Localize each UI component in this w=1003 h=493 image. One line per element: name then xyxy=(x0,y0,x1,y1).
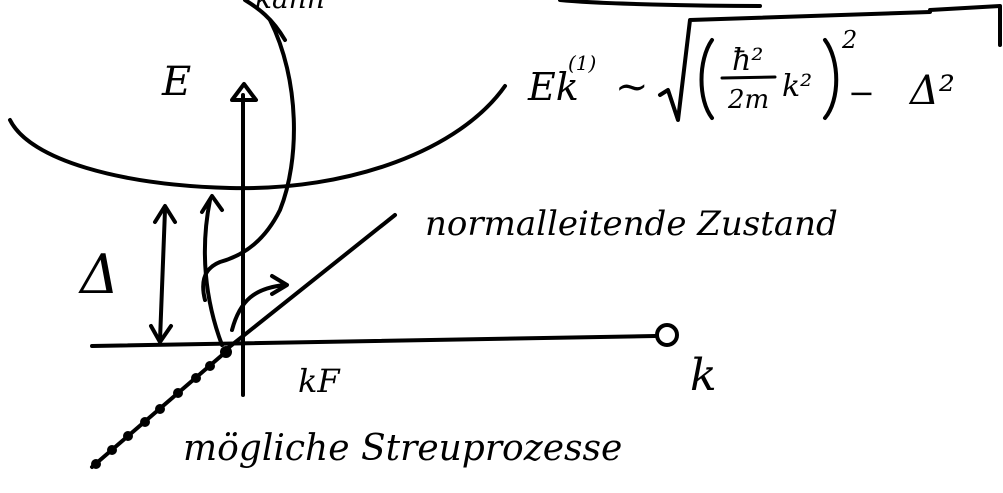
looping-scattering-curve xyxy=(201,18,296,302)
quasiparticle-dispersion-curve xyxy=(8,84,507,191)
gap-double-arrow xyxy=(158,208,167,342)
formula-numerator: ħ² xyxy=(732,43,763,78)
sqrt-overbar-end xyxy=(928,4,1002,47)
formula-k-squared: k² xyxy=(782,69,812,104)
scattering-dot xyxy=(173,388,183,398)
formula-delta-squared: Δ² xyxy=(908,68,955,114)
side-arrow-curve xyxy=(230,283,287,332)
sqrt-sign xyxy=(658,10,932,122)
formula-lhs: Ek xyxy=(527,65,579,109)
formula-outer-power: 2 xyxy=(841,26,857,54)
scattering-dots xyxy=(91,346,232,469)
excitation-arrow-curve xyxy=(202,198,224,347)
label-energy-axis: E xyxy=(161,59,191,105)
label-gap: Δ xyxy=(78,243,119,306)
label-k-axis: k xyxy=(690,350,717,401)
scattering-dot xyxy=(107,445,117,455)
formula-superscript: (1) xyxy=(568,51,596,75)
label-normal-state: normalleitende Zustand xyxy=(425,204,838,244)
excitation-arrowhead xyxy=(200,194,224,214)
scattering-dot xyxy=(220,346,232,358)
scattering-dot xyxy=(205,361,215,371)
formula-minus: − xyxy=(848,74,875,112)
energy-axis-arrowhead xyxy=(230,82,258,102)
k-axis-end-circle xyxy=(655,323,679,347)
k-axis xyxy=(90,334,657,348)
top-curve-fragment xyxy=(243,0,287,42)
label-top-fragment: kann xyxy=(255,0,325,15)
side-arrowhead xyxy=(270,274,289,296)
formula-right-paren xyxy=(823,38,839,120)
formula-left-paren xyxy=(699,38,714,120)
label-scattering: mögliche Streuprozesse xyxy=(183,428,622,469)
scattering-dot xyxy=(91,459,101,469)
scattering-dot xyxy=(191,373,201,383)
top-right-fragment xyxy=(558,0,762,8)
scattering-dot xyxy=(140,417,150,427)
scattering-dot xyxy=(123,431,133,441)
normal-state-line xyxy=(226,213,397,350)
gap-arrow-top xyxy=(153,204,177,224)
scattering-dot xyxy=(155,404,165,414)
gap-arrow-bottom xyxy=(149,324,173,344)
fraction-bar xyxy=(720,75,777,80)
label-kf: kF xyxy=(298,362,341,400)
formula-relation: ~ xyxy=(615,64,649,110)
formula-denominator: 2m xyxy=(727,85,769,115)
